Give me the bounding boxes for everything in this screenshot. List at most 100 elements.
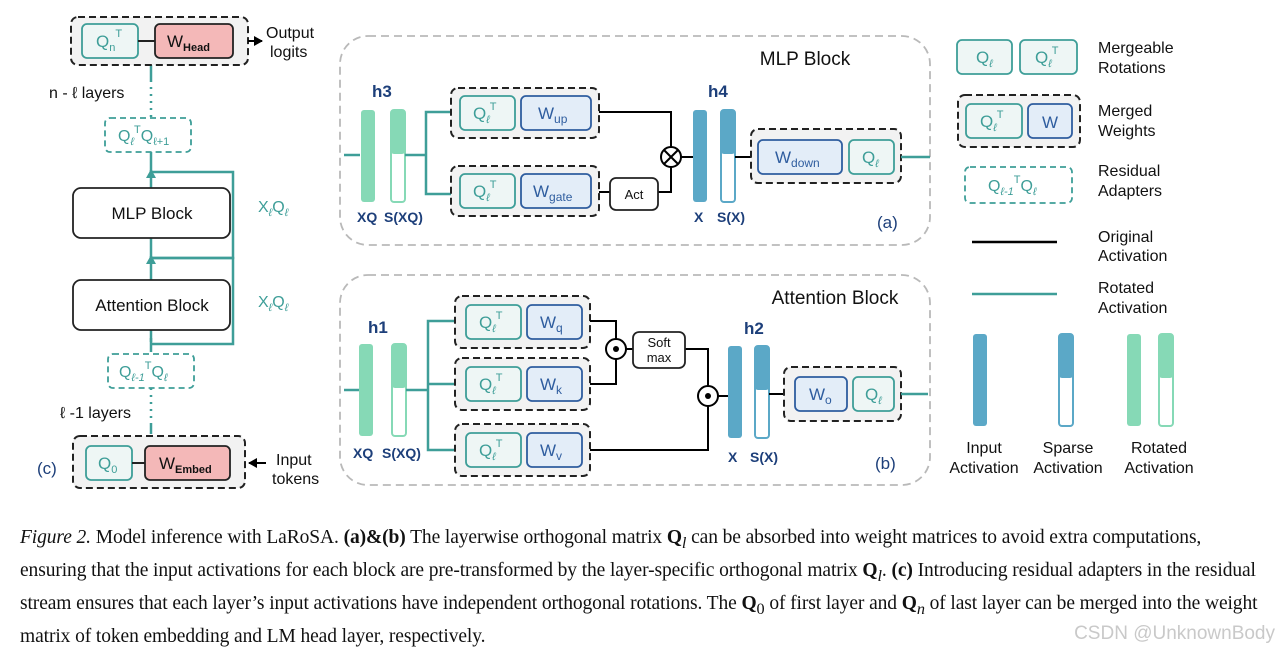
legend-adapter-text: Qℓ-1TQℓ [988,174,1037,198]
attention-panel-border [339,274,931,486]
v-rot-text: QℓT [479,438,503,463]
attn-sx-label: S(X) [750,449,778,465]
mlp-block-label: MLP Block [112,204,193,223]
legend-rotated-2: Activation [1098,300,1167,317]
input-label-1: Input [276,452,312,469]
panel-b-label: (b) [875,454,896,473]
k-rot-box [465,366,522,402]
caption-c: (c) [891,559,913,581]
layers-bottom-label: ℓ -1 layers [60,405,131,422]
caption-ab: (a)&(b) [343,527,406,548]
w-k-box [526,366,583,402]
mlp-block-box [72,187,231,239]
figure-caption: Figure 2. Model inference with LaRoSA. (… [20,527,1258,647]
legend-residual-1: Residual [1098,163,1160,180]
panel-c-label: (c) [37,459,57,478]
softmax-label-1: Soft [647,335,671,350]
down-q-text: Qℓ [862,148,879,170]
legend-sparse-act-1: Sparse [1043,440,1094,457]
gate-q-text: QℓT [473,179,497,204]
attn-input-wires [406,319,456,452]
w-q-box [526,304,583,340]
mlp-panel-border [339,35,931,246]
w-v-text: Wv [540,441,562,463]
h3-label: h3 [372,82,392,101]
o-q-text: Qℓ [865,385,882,407]
up-q-box [459,95,516,131]
output-label-1: Output [266,25,315,42]
legend-merged-q-text: QℓT [980,109,1004,134]
legend-residual-2: Adapters [1098,183,1162,200]
av-dot-product-icon [697,385,719,407]
panel-b: Attention Block h1 XQ S(XQ) QℓT Wq QℓT W… [339,274,931,486]
adapter-top-text: QℓTQℓ+1 [118,124,169,148]
qk-dot-product-icon [605,338,627,360]
residual-adapter-bottom [107,353,195,389]
w-q-text: Wq [540,313,563,335]
x-label: X [694,209,704,225]
x-activation-bar [693,110,707,202]
xq-label: XQ [357,209,377,225]
w-up-box [520,95,592,131]
attn-x-label: X [728,449,738,465]
w-o-box [794,376,848,412]
panel-a: MLP Block h3 XQ S(XQ) QℓT Wup QℓT Wgate [339,35,931,246]
gate-q-box [459,173,516,209]
panel-c: QnT WHead Output logits n - ℓ layers QℓT… [37,16,319,489]
attention-block-box [72,279,231,331]
h4-label: h4 [708,82,728,101]
legend-original-1: Original [1098,229,1153,246]
legend-input-act-1: Input [966,440,1002,457]
w-gate-box [520,173,592,209]
mlp-panel-title: MLP Block [760,49,851,70]
embed-q-text: Q0 [98,454,117,476]
legend-merged-1: Merged [1098,103,1152,120]
mlp-input-wires [405,110,452,196]
legend-sparse-act-2: Activation [1033,460,1102,477]
adapter-bottom-text: Qℓ-1TQℓ [119,360,168,384]
q-rot-box [465,304,522,340]
head-w-text: WHead [167,32,210,54]
legend-q-text: Qℓ [976,48,993,70]
attn-sxq-label: S(XQ) [382,445,421,461]
legend-rotated-act-bar-1 [1127,334,1141,426]
legend-rotated-1: Rotated [1098,280,1154,297]
legend-adapter-box [964,166,1073,204]
w-down-box [757,139,843,175]
mlp-wires [599,111,693,193]
head-q-text: QnT [96,28,122,54]
sx-label: S(X) [717,209,745,225]
legend: Qℓ QℓT Mergeable Rotations QℓT W Merged … [949,39,1194,477]
down-q-box [848,139,895,175]
attention-panel-title: Attention Block [772,288,899,309]
q-rot-text: QℓT [479,310,503,335]
legend-mergeable-1: Mergeable [1098,40,1174,57]
w-down-text: Wdown [775,148,820,170]
w-gate-text: Wgate [533,182,573,204]
legend-q-box [956,39,1013,75]
legend-input-act-2: Activation [949,460,1018,477]
act-label: Act [625,187,644,202]
sxq-label: S(XQ) [384,209,423,225]
architecture-diagram: QnT WHead Output logits n - ℓ layers QℓT… [37,16,1194,489]
layers-top-label: n - ℓ layers [49,85,124,102]
caption-fig-label: Figure 2. [20,527,91,548]
input-label-2: tokens [272,471,319,488]
attn-xq-activation-bar [359,344,373,436]
legend-rotated-act-2: Activation [1124,460,1193,477]
attention-block-label: Attention Block [95,296,209,315]
output-label-2: logits [270,44,307,61]
k-rot-text: QℓT [479,372,503,397]
attn-x-activation-bar [728,346,742,438]
legend-mergeable-2: Rotations [1098,60,1166,77]
multiply-icon [660,146,682,168]
panel-a-label: (a) [877,213,898,232]
attn-xq-label: XQ [353,445,373,461]
softmax-label-2: max [647,350,672,365]
h1-label: h1 [368,318,388,337]
h2-label: h2 [744,319,764,338]
watermark: CSDN @UnknownBody [1074,623,1275,644]
residual-label-lower: XℓQℓ [258,294,289,314]
legend-merged-2: Weights [1098,123,1156,140]
legend-qt-box [1019,39,1078,75]
